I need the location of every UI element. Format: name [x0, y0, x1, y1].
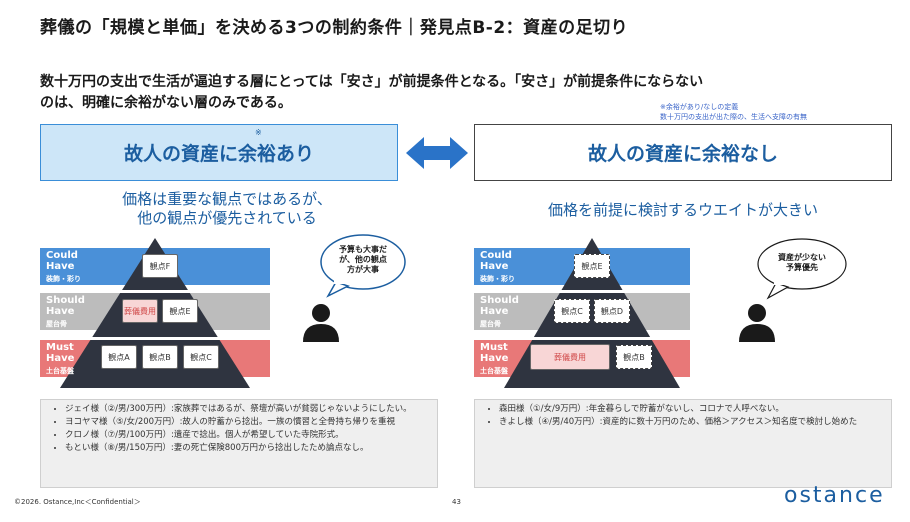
right-bubble-line-1: 資産が少ない [778, 253, 826, 262]
right-case-item: きよし様（④/男/40万円）:資産的に数十万円のため、価格＞アクセス＞知名度で検… [499, 416, 883, 428]
left-person-icon [303, 304, 339, 342]
left-speech-bubble [320, 234, 406, 298]
right-bubble-line-2: 予算優先 [786, 263, 818, 272]
left-label-could-sub: 装飾・彩り [46, 275, 81, 283]
left-header: 故人の資産に余裕あり [40, 124, 398, 181]
left-bubble-line-1: 予算も大事だ [339, 245, 387, 254]
left-label-could: Could Have 装飾・彩り [46, 250, 81, 285]
right-box-viewpoint-b: 観点B [616, 345, 652, 369]
right-case-item: 森田様（①/女/9万円）:年金暮らしで貯蓄がないし、コロナで人呼べない。 [499, 403, 883, 415]
definition-note-line-1: ※余裕があり/なしの定義 [660, 103, 739, 111]
page-title: 葬儀の「規模と単価」を決める3つの制約条件｜発見点B-2：資産の足切り [40, 18, 629, 38]
left-case-list: ジェイ様（②/男/300万円）:家族葬ではあるが、祭壇が高いが貧弱じゃないように… [40, 399, 438, 488]
right-label-could-sub: 装飾・彩り [480, 275, 515, 283]
right-label-should: Should Have 屋台骨 [480, 295, 519, 330]
lead-line-2: のは、明確に余裕がない層のみである。 [40, 95, 292, 111]
right-header: 故人の資産に余裕なし [474, 124, 892, 181]
right-label-must-sub: 土台基盤 [480, 367, 508, 375]
left-case-item: ジェイ様（②/男/300万円）:家族葬ではあるが、祭壇が高いが貧弱じゃないように… [65, 403, 429, 415]
right-bubble-text: 資産が少ない 予算優先 [762, 253, 842, 273]
right-label-should-sub: 屋台骨 [480, 320, 501, 328]
left-header-mark: ※ [255, 128, 262, 137]
left-box-funeral-cost: 葬儀費用 [122, 299, 158, 323]
left-label-should-2: Have [46, 306, 75, 317]
copyright-footer: ©2026. Ostance,Inc＜Confidential＞ [14, 498, 141, 506]
left-subtitle-line-2: 他の観点が優先されている [137, 209, 317, 227]
left-label-must: Must Have 土台基盤 [46, 342, 74, 377]
right-label-could-1: Could [480, 250, 512, 261]
left-subtitle: 価格は重要な観点ではあるが、 他の観点が優先されている [92, 190, 362, 228]
right-speech-bubble [757, 238, 847, 300]
left-label-should: Should Have 屋台骨 [46, 295, 85, 330]
left-label-should-sub: 屋台骨 [46, 320, 67, 328]
left-label-should-1: Should [46, 295, 85, 306]
right-box-viewpoint-c: 観点C [554, 299, 590, 323]
right-subtitle: 価格を前提に検討するウエイトが大きい [547, 201, 818, 219]
right-label-must-2: Have [480, 353, 509, 364]
ostance-logo: ostance [784, 483, 885, 508]
left-bubble-line-2: が、他の観点 [339, 255, 387, 264]
lead-line-1: 数十万円の支出で生活が逼迫する層にとっては「安さ」が前提条件となる。「安さ」が前… [40, 74, 704, 90]
left-case-item: もとい様（⑧/男/150万円）:妻の死亡保険800万円から捻出したため論点なし。 [65, 442, 429, 454]
right-label-could: Could Have 装飾・彩り [480, 250, 515, 285]
lead-text: 数十万円の支出で生活が逼迫する層にとっては「安さ」が前提条件となる。「安さ」が前… [40, 72, 703, 114]
right-label-must-1: Must [480, 342, 508, 353]
left-box-viewpoint-a: 観点A [101, 345, 137, 369]
page-number: 43 [452, 498, 461, 506]
right-box-funeral-cost: 葬儀費用 [530, 344, 610, 370]
left-label-must-2: Have [46, 353, 75, 364]
left-label-must-sub: 土台基盤 [46, 367, 74, 375]
left-label-could-2: Have [46, 261, 75, 272]
left-bubble-line-3: 方が大事 [347, 265, 379, 274]
right-case-list: 森田様（①/女/9万円）:年金暮らしで貯蓄がないし、コロナで人呼べない。 きよし… [474, 399, 892, 488]
left-box-viewpoint-b: 観点B [142, 345, 178, 369]
right-label-could-2: Have [480, 261, 509, 272]
left-case-item: クロノ様（⑦/男/100万円）:遺産で捻出。個人が希望していた寺院形式。 [65, 429, 429, 441]
left-box-viewpoint-f: 観点F [142, 254, 178, 278]
left-subtitle-line-1: 価格は重要な観点ではあるが、 [122, 190, 332, 208]
right-label-must: Must Have 土台基盤 [480, 342, 508, 377]
right-person-icon [739, 304, 775, 342]
definition-note: ※余裕があり/なしの定義 数十万円の支出が出た際の、生活へ支障の有無 [660, 102, 807, 122]
right-label-should-2: Have [480, 306, 509, 317]
left-box-viewpoint-e: 観点E [162, 299, 198, 323]
double-arrow-icon [406, 137, 468, 169]
definition-note-line-2: 数十万円の支出が出た際の、生活へ支障の有無 [660, 113, 807, 121]
right-label-should-1: Should [480, 295, 519, 306]
left-case-item: ヨコヤマ様（⑤/女/200万円）:故人の貯蓄から捻出。一族の慣習と全骨持ち帰りを… [65, 416, 429, 428]
left-bubble-text: 予算も大事だ が、他の観点 方が大事 [326, 245, 400, 275]
right-box-viewpoint-e: 観点E [574, 254, 610, 278]
right-box-viewpoint-d: 観点D [594, 299, 630, 323]
left-label-must-1: Must [46, 342, 74, 353]
left-box-viewpoint-c: 観点C [183, 345, 219, 369]
left-label-could-1: Could [46, 250, 78, 261]
